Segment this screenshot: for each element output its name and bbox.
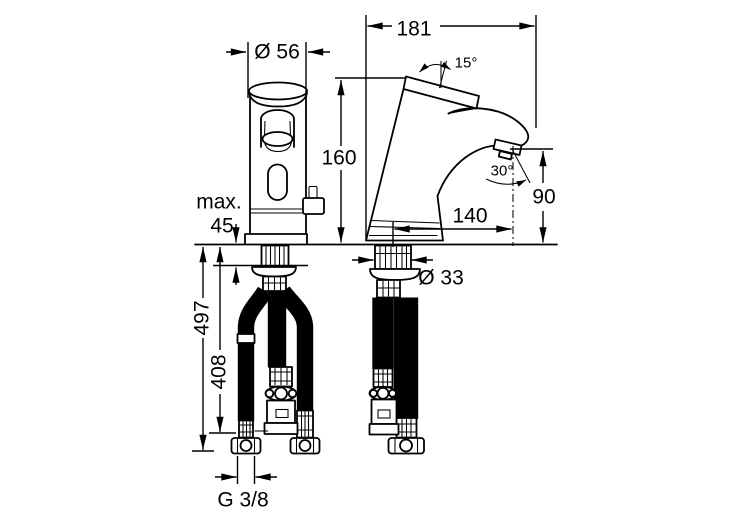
supply-hose-side bbox=[387, 297, 425, 455]
dim-cap-diameter-label: Ø 56 bbox=[254, 41, 300, 64]
mounting-flange-front bbox=[251, 266, 297, 278]
side-view bbox=[365, 75, 530, 455]
dim-outlet-height-label: 90 bbox=[532, 186, 555, 209]
hose-end-right bbox=[289, 409, 321, 455]
dim-outlet-height: 90 bbox=[510, 148, 556, 243]
faucet-base-front bbox=[244, 233, 308, 245]
sensor-window bbox=[267, 163, 288, 201]
mounting-shank-front bbox=[251, 244, 297, 292]
dim-length-hose: 408 bbox=[208, 247, 236, 434]
spout-recess-front bbox=[260, 109, 295, 153]
control-unit-front bbox=[254, 366, 299, 435]
side-outlet bbox=[302, 185, 325, 215]
dim-length-total: 497 bbox=[191, 247, 214, 452]
mounting-flange-side bbox=[369, 268, 421, 281]
dim-height: 160 bbox=[321, 77, 405, 243]
dim-top-angle: 15° bbox=[419, 55, 478, 89]
dim-spray-angle-label: 30° bbox=[491, 163, 514, 180]
dim-cap-diameter: Ø 56 bbox=[226, 41, 330, 98]
dim-length-total-label: 497 bbox=[191, 300, 214, 335]
dim-max-thickness: max. 45 bbox=[196, 191, 242, 285]
dim-reach: 140 bbox=[392, 205, 512, 247]
faucet-cap-front bbox=[248, 81, 308, 101]
dimension-annotations: Ø 56 181 15° 160 max. 45 bbox=[191, 15, 558, 512]
dim-height-label: 160 bbox=[321, 147, 356, 170]
dim-top-angle-label: 15° bbox=[455, 55, 478, 72]
faucet-cap-side bbox=[402, 75, 480, 110]
dim-shank-diameter-label: Ø 33 bbox=[418, 267, 464, 290]
dim-shank-diameter: Ø 33 bbox=[352, 256, 464, 290]
dim-thread: G 3/8 bbox=[215, 456, 277, 512]
dim-reach-label: 140 bbox=[452, 205, 487, 228]
control-box-side bbox=[370, 398, 398, 425]
hose-end-left bbox=[230, 419, 262, 455]
dim-thread-label: G 3/8 bbox=[217, 489, 268, 512]
aerator bbox=[492, 138, 523, 156]
spout-side bbox=[436, 107, 530, 197]
mounting-shank-side bbox=[369, 244, 421, 299]
dim-spray-angle: 30° bbox=[485, 146, 531, 246]
supply-hoses-front bbox=[236, 286, 314, 421]
dim-length-hose-label: 408 bbox=[208, 354, 231, 389]
control-unit-side bbox=[368, 297, 400, 436]
hose-collar bbox=[236, 333, 256, 344]
control-box bbox=[266, 399, 296, 424]
dim-depth-label: 181 bbox=[396, 18, 431, 41]
dim-max-label: max. bbox=[196, 191, 242, 214]
dim-depth: 181 bbox=[365, 15, 537, 240]
faucet-body-side bbox=[365, 88, 444, 242]
dim-max-value: 45 bbox=[210, 215, 233, 238]
front-view bbox=[230, 81, 325, 455]
